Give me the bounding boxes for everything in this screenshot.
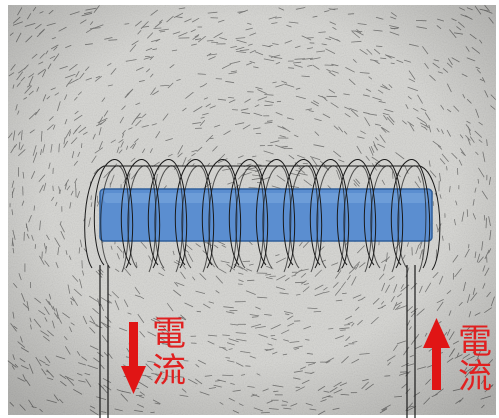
right-current-label-char-1: 電: [458, 322, 492, 362]
right-current-label-char-2: 流: [458, 357, 492, 397]
left-current-label-char-1: 電: [152, 314, 186, 354]
left-current-label-char-2: 流: [152, 351, 186, 391]
